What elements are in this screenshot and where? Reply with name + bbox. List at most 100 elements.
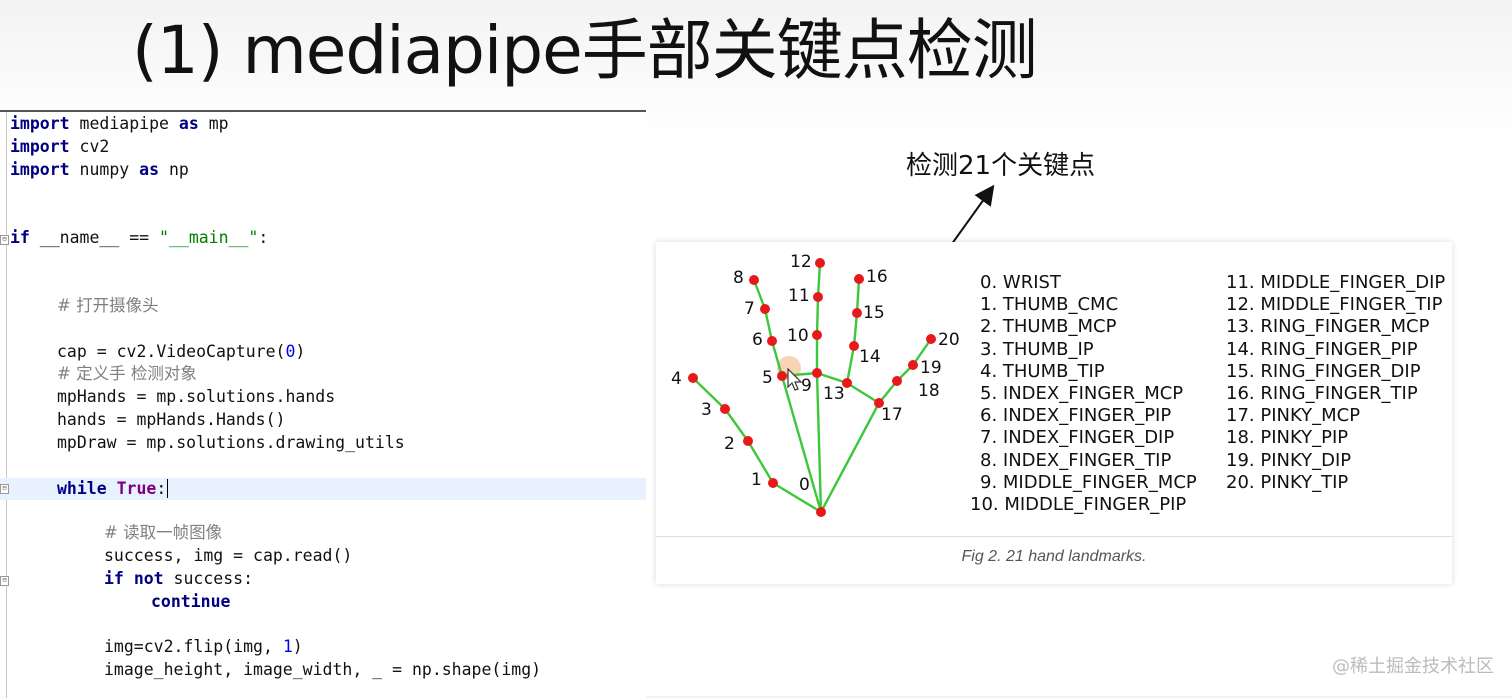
landmark-point-20 [926,334,936,344]
landmark-point-11 [813,292,823,302]
code-line-shape[interactable]: image_height, image_width, _ = np.shape(… [104,660,542,679]
text-cursor [167,479,169,498]
code-text: cv2 [69,137,110,156]
landmark-point-8 [749,275,759,285]
hand-bone [763,308,774,342]
hand-bone [746,440,775,484]
code-line-while[interactable]: while True: [57,478,169,500]
keyword: if [104,569,124,588]
code-line-1[interactable]: import mediapipe as mp [10,113,229,135]
landmark-point-17 [874,398,884,408]
code-text: success: [163,569,254,588]
code-text: : [156,479,167,498]
landmark-point-6 [767,336,777,346]
landmark-point-label: 9 [801,376,812,396]
hand-bone [855,278,861,314]
string-literal: "__main__" [159,228,259,247]
hand-bone [815,296,820,336]
comment-define-hands: # 定义手 检测对象 [57,364,197,383]
landmark-item: 6. INDEX_FINGER_PIP [980,405,1172,427]
watermark: @稀土掘金技术社区 [1332,656,1494,677]
hand-bone [752,279,767,310]
fold-marker-icon[interactable]: ⊟ [0,576,9,586]
landmark-item: 13. RING_FINGER_MCP [1226,316,1430,338]
landmark-point-14 [849,341,859,351]
current-line-highlight [0,478,646,500]
landmark-item: 20. PINKY_TIP [1226,471,1349,493]
code-text: numpy [69,160,140,179]
code-line-2[interactable]: import cv2 [10,136,109,158]
landmark-point-4 [688,373,698,383]
code-text: mp [198,114,229,133]
landmark-point-0 [816,507,826,517]
code-text: ) [295,342,306,361]
keyword: import [10,160,70,179]
landmark-point-label: 0 [799,475,810,495]
landmark-item: 5. INDEX_FINGER_MCP [980,383,1184,404]
landmark-point-label: 18 [918,381,940,401]
keyword: not [133,569,164,588]
code-text: ) [292,637,303,656]
code-editor[interactable]: ⊟ ⊟ ⊟ import mediapipe as mp import cv2 … [0,110,646,698]
landmark-point-label: 14 [859,347,881,367]
landmark-item: 3. THUMB_IP [980,338,1094,360]
landmark-point-16 [854,274,864,284]
hand-bone [852,312,859,347]
hand-bone [845,345,856,384]
landmark-item: 10. MIDDLE_FINGER_PIP [970,494,1187,515]
landmark-point-label: 10 [787,326,809,346]
landmark-item: 14. RING_FINGER_PIP [1226,338,1418,360]
code-line-hands[interactable]: hands = mpHands.Hands() [57,410,286,429]
landmark-item: 12. MIDDLE_FINGER_TIP [1226,294,1443,316]
landmark-point-label: 16 [866,267,888,287]
fold-marker-icon[interactable]: ⊟ [0,235,9,245]
landmark-item: 17. PINKY_MCP [1226,405,1361,427]
code-line-mpdraw[interactable]: mpDraw = mp.solutions.drawing_utils [57,433,405,452]
keyword: import [10,137,70,156]
slide-title: (1) mediapipe手部关键点检测 [132,12,1038,89]
hand-bone [819,402,881,513]
editor-gutter [6,112,7,698]
hand-bone [815,372,823,513]
landmark-item: 18. PINKY_PIP [1226,427,1349,449]
fold-marker-icon[interactable]: ⊟ [0,484,9,494]
code-text: np [159,160,189,179]
code-line-if-not[interactable]: if not success: [104,568,253,590]
keyword: as [139,160,160,179]
hand-bone [816,371,848,385]
landmark-point-label: 7 [744,299,755,319]
landmark-point-1 [768,478,778,488]
code-line-mphands[interactable]: mpHands = mp.solutions.hands [57,387,336,406]
code-line-continue[interactable]: continue [151,592,231,611]
landmark-point-10 [812,330,822,340]
landmark-point-label: 12 [790,252,812,272]
hand-bone [770,340,784,377]
code-line-if-main[interactable]: if __name__ == "__main__": [10,227,268,249]
keyword: import [10,114,70,133]
figure-caption: Fig 2. 21 hand landmarks. [961,548,1147,565]
mouse-cursor-icon [787,368,803,391]
landmark-point-15 [852,308,862,318]
landmark-item: 9. MIDDLE_FINGER_MCP [980,471,1197,493]
landmark-item: 4. THUMB_TIP [980,360,1105,382]
landmark-item: 11. MIDDLE_FINGER_DIP [1226,272,1446,293]
hand-bone [846,381,880,405]
landmark-point-9 [812,368,822,378]
code-line-read[interactable]: success, img = cap.read() [104,546,353,565]
landmark-point-label: 17 [881,405,903,425]
code-line-3[interactable]: import numpy as np [10,159,189,181]
code-line-flip[interactable]: img=cv2.flip(img, 1) [104,636,303,658]
figure-divider [656,536,1452,537]
code-line-cap[interactable]: cap = cv2.VideoCapture(0) [57,341,305,363]
keyword: as [178,114,199,133]
comment-open-camera: # 打开摄像头 [57,296,159,315]
code-text: cap = cv2.VideoCapture( [57,342,286,361]
keyword: True [116,479,157,498]
landmark-point-13 [842,378,852,388]
landmark-point-7 [760,304,770,314]
hand-bone [724,408,749,442]
landmark-item: 2. THUMB_MCP [980,316,1117,338]
landmark-point-label: 19 [920,358,942,378]
landmark-point-label: 4 [671,369,682,389]
landmark-point-18 [892,376,902,386]
